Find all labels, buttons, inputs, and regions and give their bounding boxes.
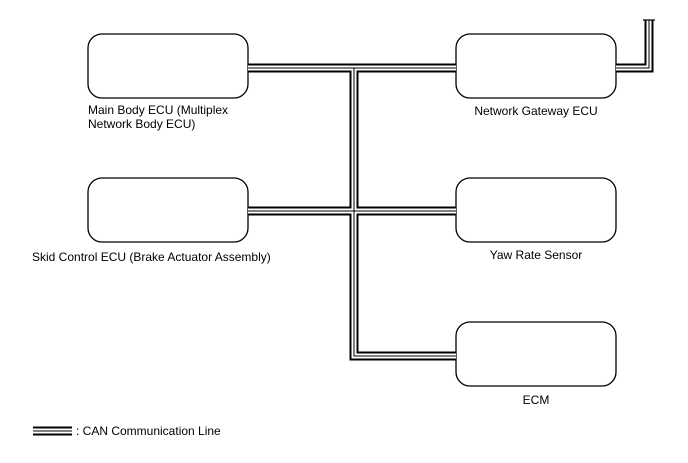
main-body-ecu-label-line1: Main Body ECU (Multiplex xyxy=(88,103,229,117)
legend-label: : CAN Communication Line xyxy=(76,424,221,438)
network-gateway-ecu-box xyxy=(455,33,617,99)
can-bus-lines xyxy=(248,20,654,361)
network-gateway-ecu-label: Network Gateway ECU xyxy=(474,104,598,118)
skid-control-ecu-label: Skid Control ECU (Brake Actuator Assembl… xyxy=(32,250,271,264)
yaw-rate-sensor-label: Yaw Rate Sensor xyxy=(489,248,583,262)
main-body-ecu-label: Main Body ECU (Multiplex Network Body EC… xyxy=(88,103,228,131)
ecm-box xyxy=(455,321,617,387)
main-body-ecu-box xyxy=(87,33,249,99)
ecm-label: ECM xyxy=(522,393,550,407)
skid-control-ecu-box xyxy=(87,177,249,243)
yaw-rate-sensor-box xyxy=(455,177,617,243)
main-body-ecu-label-line2: Network Body ECU) xyxy=(88,117,196,131)
